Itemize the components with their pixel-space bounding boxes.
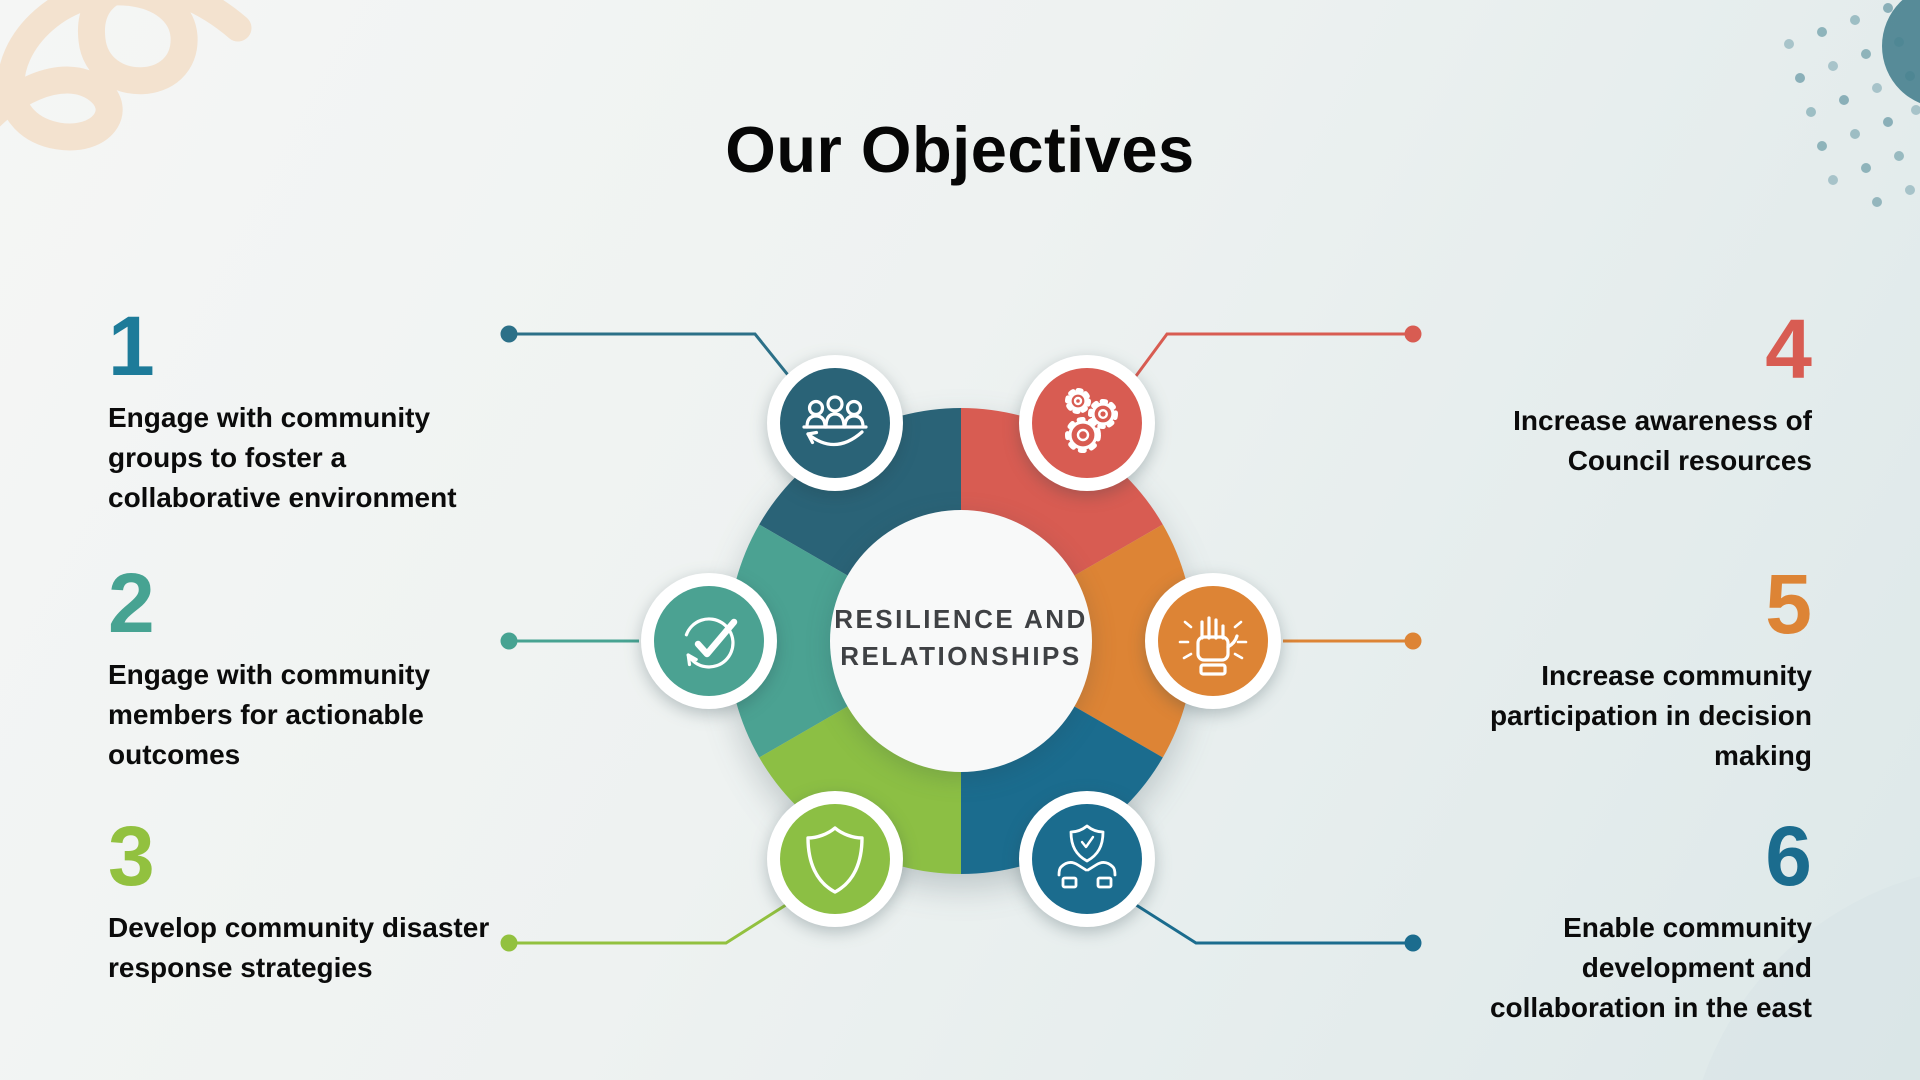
peach-doodle <box>0 0 252 151</box>
hands-shield-icon <box>1057 824 1117 889</box>
objective-number-4: 4 <box>1765 302 1812 396</box>
objective-text-6: Enable community development and collabo… <box>1489 912 1812 1023</box>
objective-block-5: 5 Increase community participation in de… <box>1372 562 1812 776</box>
connector-6 <box>1132 901 1422 952</box>
objective-block-6: 6 Enable community development and colla… <box>1372 814 1812 1028</box>
segment-actionable-outcomes <box>727 524 851 758</box>
badge-4 <box>1019 355 1155 491</box>
connector-5 <box>1283 632 1422 650</box>
page-title: Our Objectives <box>725 113 1195 186</box>
badge-1 <box>767 355 903 491</box>
connector-3 <box>500 901 790 952</box>
gears-icon <box>1065 388 1118 453</box>
objective-text-5: Increase community participation in deci… <box>1489 660 1812 771</box>
badge-3 <box>767 791 903 927</box>
shield-icon <box>806 826 864 894</box>
connector-4 <box>1134 325 1422 377</box>
objective-block-3: 3 Develop community disaster response st… <box>108 814 548 988</box>
community-groups-cycle-icon <box>802 395 868 447</box>
objective-number-2: 2 <box>108 556 155 650</box>
raised-hand-icon <box>1178 616 1248 676</box>
objective-text-1: Engage with community groups to foster a… <box>108 402 457 513</box>
wheel-segments <box>727 408 1195 874</box>
objective-block-4: 4 Increase awareness of Council resource… <box>1372 307 1812 481</box>
objective-text-2: Engage with community members for action… <box>108 659 431 770</box>
center-label-line1: RESILIENCE AND <box>834 604 1088 634</box>
connector-1 <box>500 325 802 391</box>
objective-text-3: Develop community disaster response stra… <box>108 912 490 983</box>
center-circle <box>830 510 1092 772</box>
segment-development-east <box>961 705 1163 874</box>
center-label-line2: RELATIONSHIPS <box>840 641 1082 671</box>
objective-number-5: 5 <box>1765 557 1812 651</box>
corner-blob <box>1882 0 1920 104</box>
objective-block-1: 1 Engage with community groups to foster… <box>108 304 548 518</box>
connector-2 <box>500 632 639 650</box>
objective-number-6: 6 <box>1765 809 1812 903</box>
center-label: RESILIENCE AND RELATIONSHIPS <box>751 601 1171 675</box>
segment-council-resources <box>961 408 1163 577</box>
badge-5 <box>1145 573 1281 709</box>
objective-block-2: 2 Engage with community members for acti… <box>108 561 548 775</box>
segment-participation <box>1071 524 1195 758</box>
objective-text-4: Increase awareness of Council resources <box>1513 405 1812 476</box>
segment-disaster-response <box>759 705 961 874</box>
corner-soft-circle <box>1702 876 1920 1080</box>
objective-number-3: 3 <box>108 809 155 903</box>
segment-engage-groups <box>759 408 961 577</box>
objective-number-1: 1 <box>108 299 155 393</box>
badge-6 <box>1019 791 1155 927</box>
check-cycle-icon <box>684 617 738 669</box>
badge-2 <box>641 573 777 709</box>
